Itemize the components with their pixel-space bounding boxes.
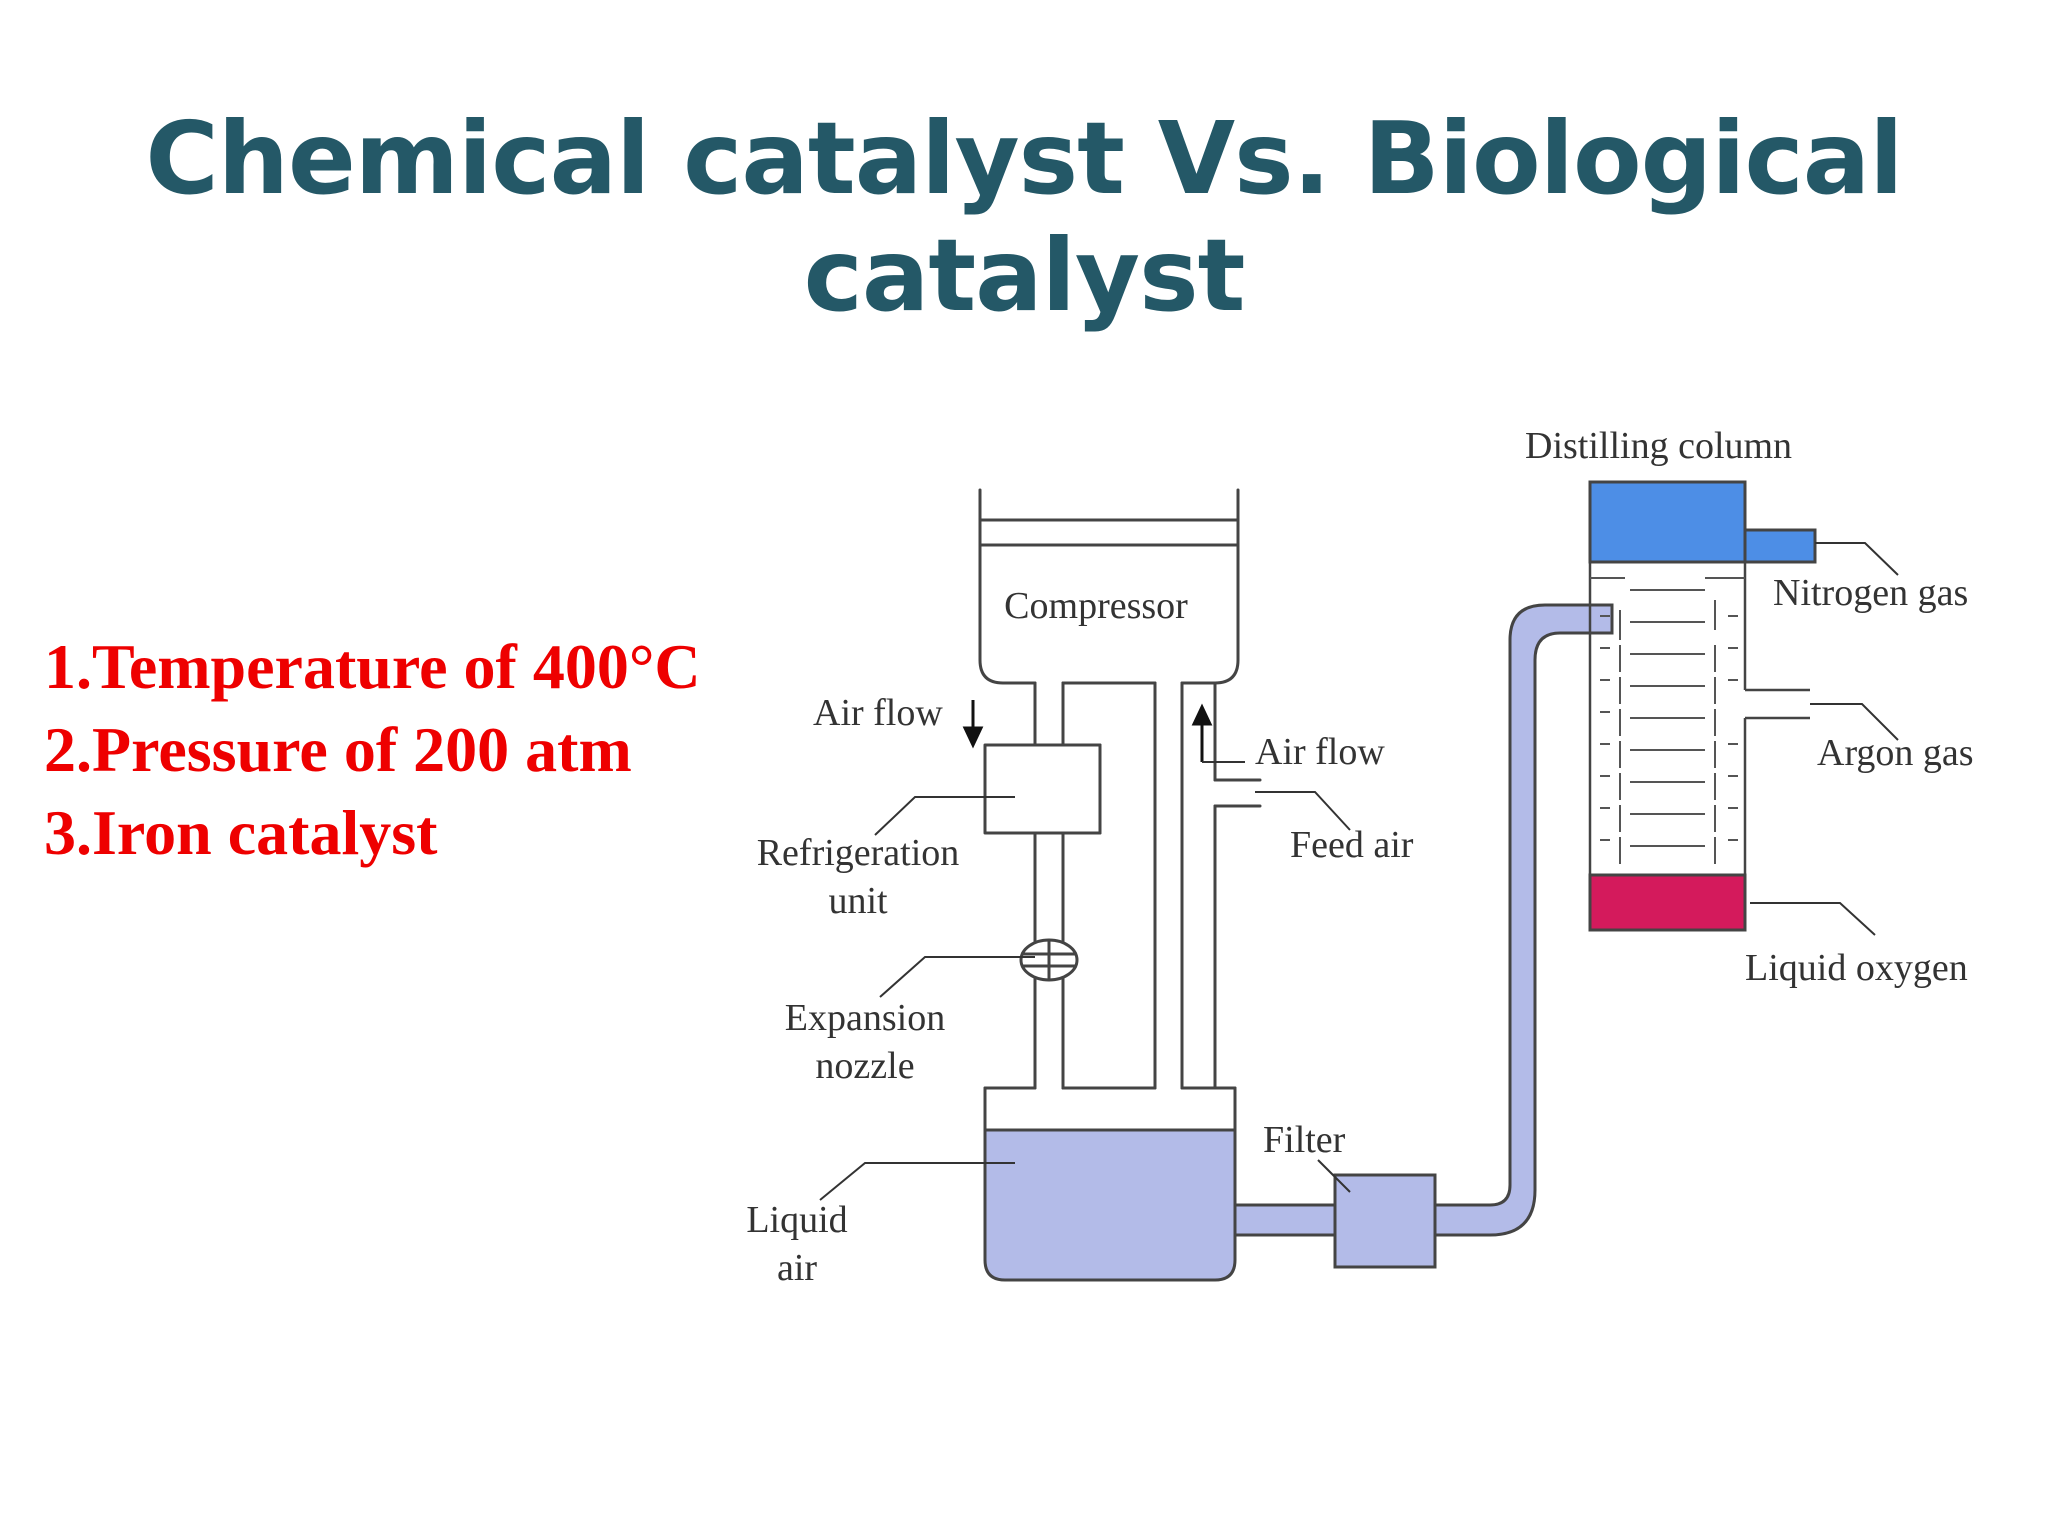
liquid-air-tank — [983, 1128, 1237, 1282]
leader-nitrogen — [1815, 542, 1899, 576]
leader-filter — [1317, 1159, 1351, 1193]
label-compressor: Compressor — [1004, 585, 1188, 627]
arrow-up-icon — [1191, 703, 1213, 762]
nitrogen-outlet — [1743, 528, 1817, 564]
tank-top — [983, 1086, 1237, 1132]
distilling-column — [1588, 480, 1817, 932]
label-air-flow-down: Air flow — [813, 692, 943, 734]
expansion-nozzle — [1019, 938, 1079, 982]
label-liquid-air-2: air — [777, 1247, 817, 1289]
liquid-air-pipe — [1233, 1203, 1337, 1237]
label-liquid-oxygen: Liquid oxygen — [1745, 947, 1968, 989]
leader-refrigeration — [874, 796, 1015, 836]
right-channel — [1180, 681, 1262, 1090]
nitrogen-zone — [1588, 480, 1747, 564]
label-expansion-nozzle-2: nozzle — [815, 1045, 914, 1087]
leader-argon — [1810, 703, 1899, 741]
label-distilling-column: Distilling column — [1525, 425, 1792, 467]
liquid-oxygen-zone — [1588, 873, 1747, 932]
label-liquid-air-1: Liquid — [746, 1199, 847, 1241]
column-trays — [1590, 577, 1745, 864]
label-air-flow-up: Air flow — [1255, 731, 1385, 773]
condition-item-catalyst: 3.Iron catalyst — [44, 797, 438, 868]
label-filter: Filter — [1263, 1119, 1346, 1161]
slide-title: Chemical catalyst Vs. Biological catalys… — [145, 100, 1903, 334]
label-argon-gas: Argon gas — [1817, 732, 1974, 774]
label-refrigeration-unit-2: unit — [828, 880, 888, 922]
compressor — [978, 488, 1240, 685]
left-channel — [1033, 681, 1065, 747]
arrow-down-icon — [962, 700, 984, 749]
leader-liquid-oxygen — [1750, 902, 1876, 936]
refrigeration-unit — [983, 743, 1102, 835]
filter — [1333, 1173, 1437, 1269]
conditions-list: 1.Temperature of 400°C 2.Pressure of 200… — [44, 625, 701, 874]
leader-expansion — [879, 956, 1035, 998]
label-refrigeration-unit-1: Refrigeration — [757, 832, 960, 874]
label-feed-air: Feed air — [1290, 824, 1414, 866]
label-nitrogen-gas: Nitrogen gas — [1773, 572, 1968, 614]
leader-liquid-air — [819, 1162, 1015, 1201]
riser-pipe — [1433, 603, 1614, 1237]
condition-item-temperature: 1.Temperature of 400°C — [44, 631, 701, 702]
condition-item-pressure: 2.Pressure of 200 atm — [44, 714, 632, 785]
label-expansion-nozzle-1: Expansion — [785, 997, 945, 1039]
leader-feed-air — [1255, 791, 1351, 831]
